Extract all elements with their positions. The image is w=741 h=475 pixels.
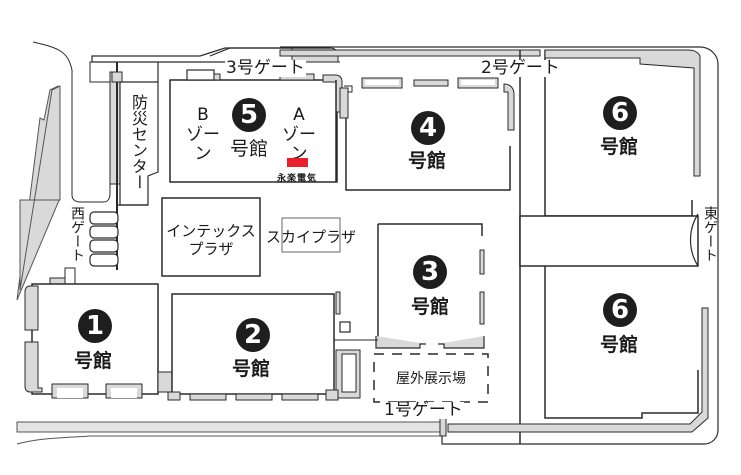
hall-5-number-badge: 5 — [232, 98, 266, 132]
gate-2-label[interactable]: 2号ゲート — [480, 58, 561, 78]
hall-6-north-label: 号館 — [600, 136, 639, 158]
gate-3-label[interactable]: 3号ゲート — [225, 58, 306, 78]
hall-4-number-badge: 4 — [411, 111, 445, 145]
hall-6-south-label: 号館 — [600, 334, 639, 356]
zone-a-letter: A — [293, 105, 305, 125]
hall-5-zone-a[interactable]: A ゾーン — [274, 105, 324, 165]
hall-4-label: 号館 — [408, 150, 447, 172]
hall-5-label: 号館 — [230, 138, 269, 160]
west-gate-label[interactable]: 西ゲート — [69, 206, 85, 262]
hall-3-label: 号館 — [411, 296, 450, 318]
booth-marker[interactable] — [287, 158, 308, 167]
hall-5-zone-b[interactable]: B ゾーン — [178, 105, 228, 165]
hall-2-number-badge: 2 — [236, 318, 270, 352]
sky-plaza[interactable]: スカイプラザ — [266, 228, 357, 246]
hall-3-number-badge: 3 — [413, 255, 447, 289]
hall-2-label: 号館 — [232, 358, 271, 380]
east-gate-label[interactable]: 東ゲート — [702, 206, 718, 262]
booth-label[interactable]: 永楽電気 — [277, 174, 318, 184]
intex-plaza-label-line2: プラザ — [188, 240, 234, 258]
outdoor-exhibition-area[interactable]: 屋外展示場 — [396, 371, 466, 387]
intex-plaza[interactable]: インテックス プラザ — [164, 222, 258, 258]
gate-1-label[interactable]: 1号ゲート — [383, 400, 464, 420]
disaster-center-label: 防災センター — [129, 94, 148, 190]
hall-1-number-badge: 1 — [78, 309, 112, 343]
hall-6-north-number-badge: 6 — [603, 96, 637, 130]
zone-b-letter: B — [197, 105, 209, 125]
zone-b-label: ゾーン — [186, 124, 220, 165]
hall-1-label: 号館 — [74, 350, 113, 372]
hall-6-south-number-badge: 6 — [603, 293, 637, 327]
intex-plaza-label-line1: インテックス — [166, 222, 256, 240]
